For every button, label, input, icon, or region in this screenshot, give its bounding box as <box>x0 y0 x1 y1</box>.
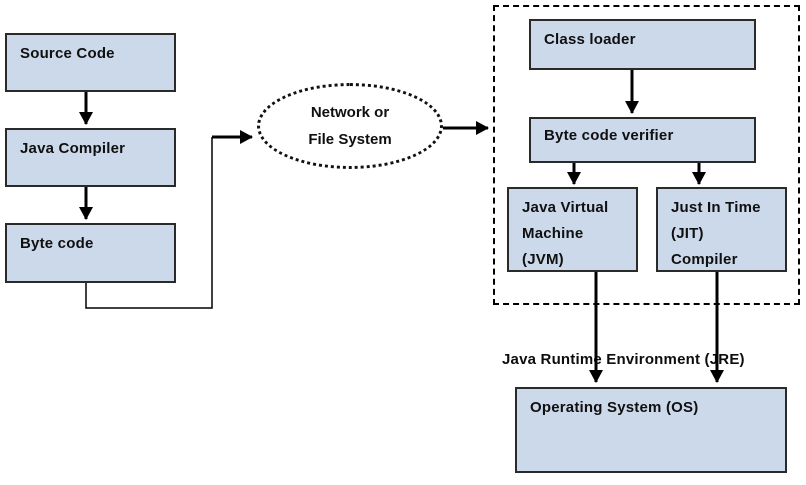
node-jvm: Java Virtual Machine (JVM) <box>507 187 638 272</box>
node-network-label-line1: Network or <box>310 104 390 121</box>
node-operating-system: Operating System (OS) <box>515 387 787 473</box>
node-class-loader: Class loader <box>529 19 756 70</box>
node-jit-label-line3: Compiler <box>671 251 738 268</box>
node-jvm-label-line2: Machine <box>522 225 584 242</box>
node-java-compiler-label: Java Compiler <box>20 140 126 157</box>
node-java-compiler: Java Compiler <box>5 128 176 187</box>
node-source-code-label: Source Code <box>20 45 115 62</box>
node-source-code: Source Code <box>5 33 176 92</box>
node-operating-system-label: Operating System (OS) <box>530 399 699 416</box>
node-byte-code-label: Byte code <box>20 235 94 252</box>
node-class-loader-label: Class loader <box>544 31 636 48</box>
node-byte-code-verifier-label: Byte code verifier <box>544 127 674 144</box>
node-jvm-label-line3: (JVM) <box>522 251 564 268</box>
node-jit-label-line2: (JIT) <box>671 225 704 242</box>
node-jit-label-line1: Just In Time <box>671 199 761 216</box>
node-byte-code: Byte code <box>5 223 176 283</box>
node-jit-compiler: Just In Time (JIT) Compiler <box>656 187 787 272</box>
jre-group-boundary <box>493 5 800 305</box>
jre-caption: Java Runtime Environment (JRE) <box>502 351 745 368</box>
node-jvm-label-line1: Java Virtual <box>522 199 609 216</box>
node-network-or-file-system: Network or File System <box>257 83 443 169</box>
node-network-label-line2: File System <box>308 131 392 148</box>
node-byte-code-verifier: Byte code verifier <box>529 117 756 163</box>
